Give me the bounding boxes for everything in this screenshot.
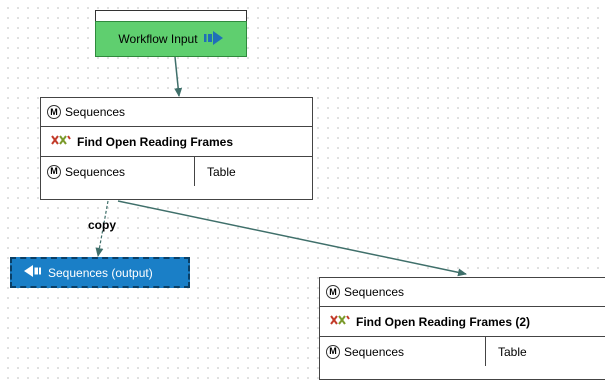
- multiple-port-icon: M: [47, 105, 61, 119]
- output-ports-row: M Sequences Table: [41, 157, 312, 186]
- input-port-row[interactable]: M Sequences: [320, 278, 605, 307]
- output-port-label: Sequences: [344, 344, 405, 359]
- workflow-input-element[interactable]: Workflow Input: [95, 21, 247, 57]
- input-port-label: Sequences: [65, 105, 126, 119]
- multiple-port-icon: M: [326, 344, 340, 359]
- multiple-port-icon: M: [47, 164, 61, 179]
- connection-label-copy: copy: [88, 218, 117, 232]
- workflow-output-element[interactable]: Sequences (output): [10, 257, 190, 288]
- input-port-row[interactable]: M Sequences: [41, 98, 312, 127]
- input-port-label: Sequences: [344, 285, 405, 299]
- output-port-label: Sequences: [65, 164, 126, 179]
- tool-title: Find Open Reading Frames: [77, 134, 234, 149]
- orf-icon: [51, 134, 71, 149]
- tool-block-find-orf[interactable]: M Sequences Find Open Reading Frames M S…: [40, 97, 313, 200]
- arrow-right-icon: [203, 30, 224, 48]
- workflow-input-label: Workflow Input: [118, 32, 198, 46]
- multiple-port-icon: M: [326, 285, 340, 299]
- connector-input-to-tool1[interactable]: [174, 56, 183, 97]
- output-port-sequences[interactable]: M Sequences: [320, 337, 486, 366]
- arrow-left-icon: [24, 265, 42, 280]
- tool-title-row[interactable]: Find Open Reading Frames: [41, 127, 312, 157]
- tool-block-find-orf-2[interactable]: M Sequences Find Open Reading Frames (2)…: [319, 277, 605, 380]
- output-port-sequences[interactable]: M Sequences: [41, 157, 195, 186]
- output-port-table[interactable]: Table: [486, 337, 527, 366]
- output-port-label: Table: [207, 164, 236, 179]
- output-port-table[interactable]: Table: [195, 157, 236, 186]
- output-ports-row: M Sequences Table: [320, 337, 605, 366]
- output-port-label: Table: [498, 344, 527, 359]
- tool-title: Find Open Reading Frames (2): [356, 314, 531, 329]
- tool-title-row[interactable]: Find Open Reading Frames (2): [320, 307, 605, 337]
- workflow-output-label: Sequences (output): [48, 265, 153, 280]
- orf-icon: [330, 314, 350, 329]
